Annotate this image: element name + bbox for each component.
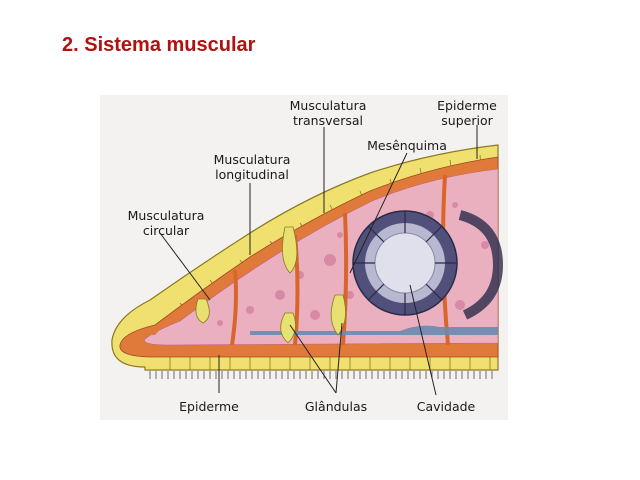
diagram-svg: Musculatura transversal Epiderme superio… [111,98,504,414]
flatworm-cross-section-figure: Musculatura transversal Epiderme superio… [100,95,508,420]
label-glandulas: Glândulas [305,399,367,414]
cilia [149,371,493,379]
label-cavidade: Cavidade [417,399,476,414]
label-epiderme-superior-2: superior [441,113,493,128]
label-mesenquima: Mesênquima [367,138,447,153]
label-musculatura-circular-2: circular [143,223,190,238]
slide-title: 2. Sistema muscular [62,34,256,56]
label-musculatura-circular-1: Musculatura [128,208,205,223]
base-muscle [250,325,498,335]
label-musculatura-longitudinal-1: Musculatura [214,152,291,167]
mesenchyme-texture [217,202,489,326]
label-epiderme-superior-1: Epiderme [437,98,497,113]
label-epiderme: Epiderme [179,399,239,414]
intestine [352,210,504,320]
label-musculatura-longitudinal-2: longitudinal [215,167,289,182]
label-musculatura-transversal-1: Musculatura [290,98,367,113]
leader-lines [159,125,478,396]
label-musculatura-transversal-2: transversal [293,113,363,128]
